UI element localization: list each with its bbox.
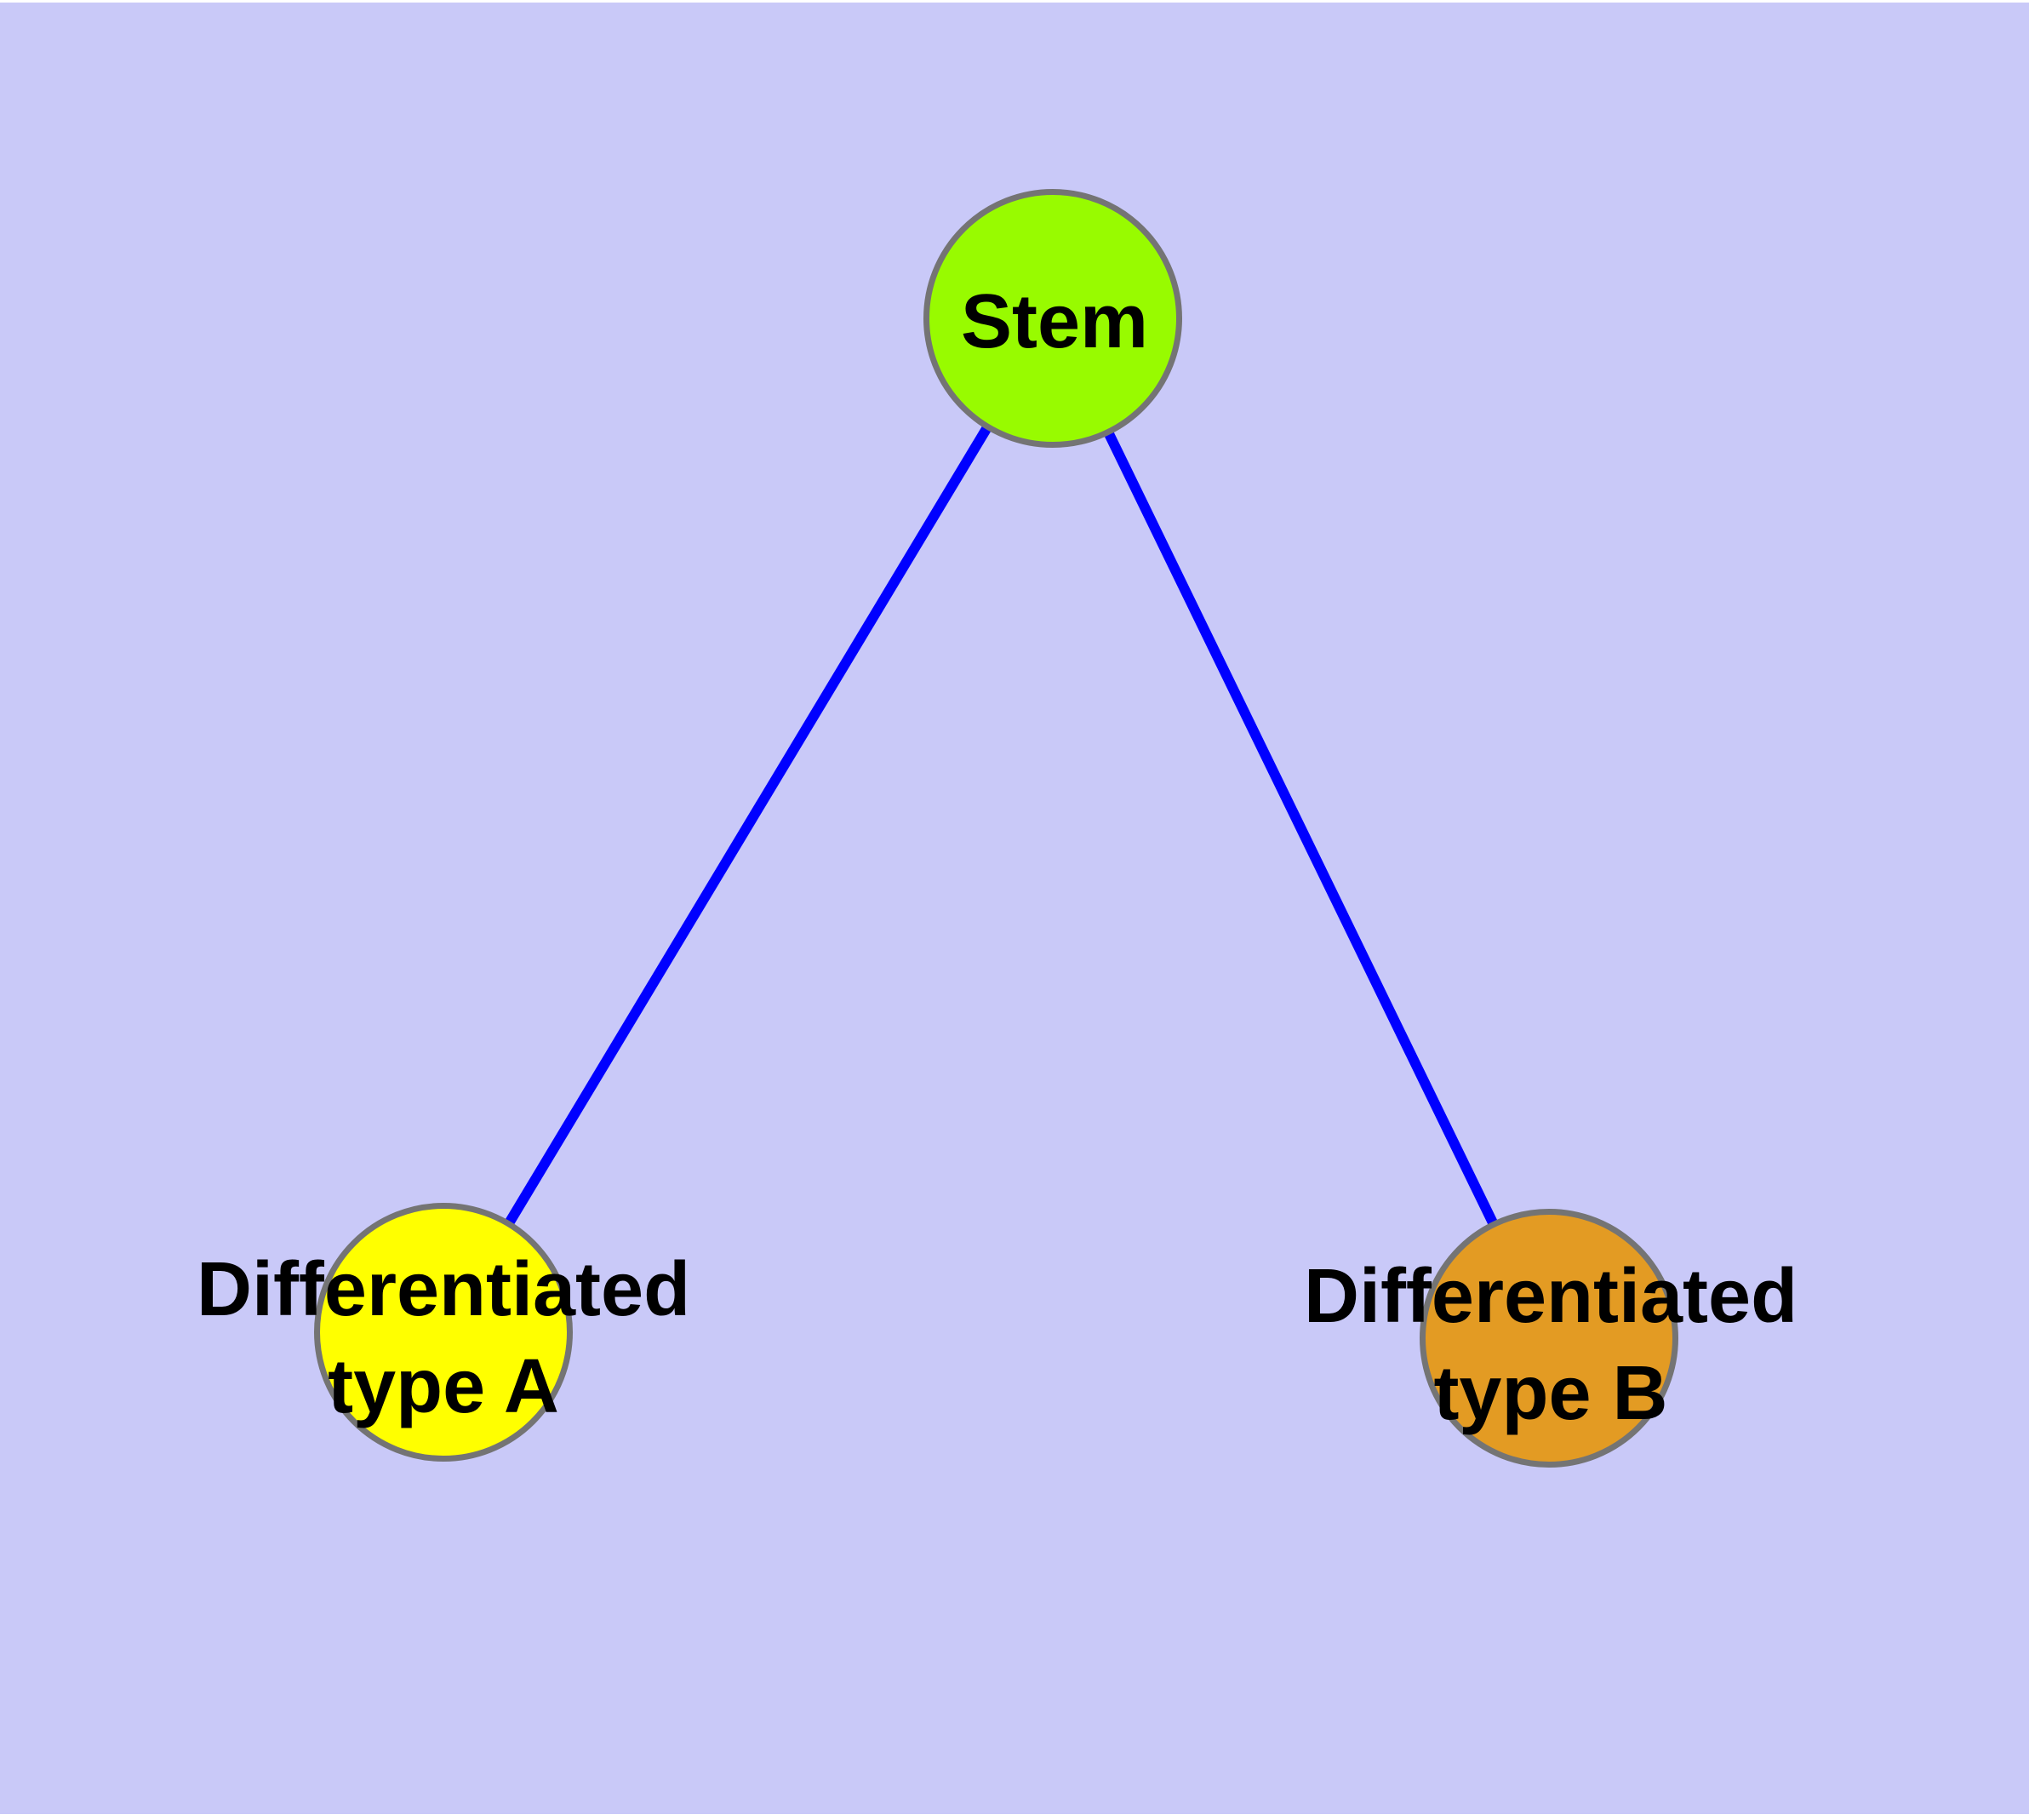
node-type-b-label: Differentiated type B [1304, 1248, 1798, 1442]
node-type-b-label-line2: type B [1433, 1351, 1668, 1436]
node-type-b-circle [1420, 1209, 1678, 1468]
node-type-a-label: Differentiated type A [197, 1241, 690, 1435]
node-stem-circle [923, 189, 1182, 448]
edge-stem-to-type-b [1048, 316, 1554, 1341]
node-type-b-label-line1: Differentiated [1303, 1254, 1798, 1339]
node-stem-label: Stem [961, 273, 1148, 370]
edge-stem-to-type-a [438, 315, 1058, 1336]
node-type-a-label-line1: Differentiated [196, 1247, 691, 1332]
node-type-a-label-line2: type A [328, 1344, 559, 1429]
node-type-a-circle [314, 1203, 573, 1462]
node-stem-label-line: Stem [960, 279, 1149, 364]
